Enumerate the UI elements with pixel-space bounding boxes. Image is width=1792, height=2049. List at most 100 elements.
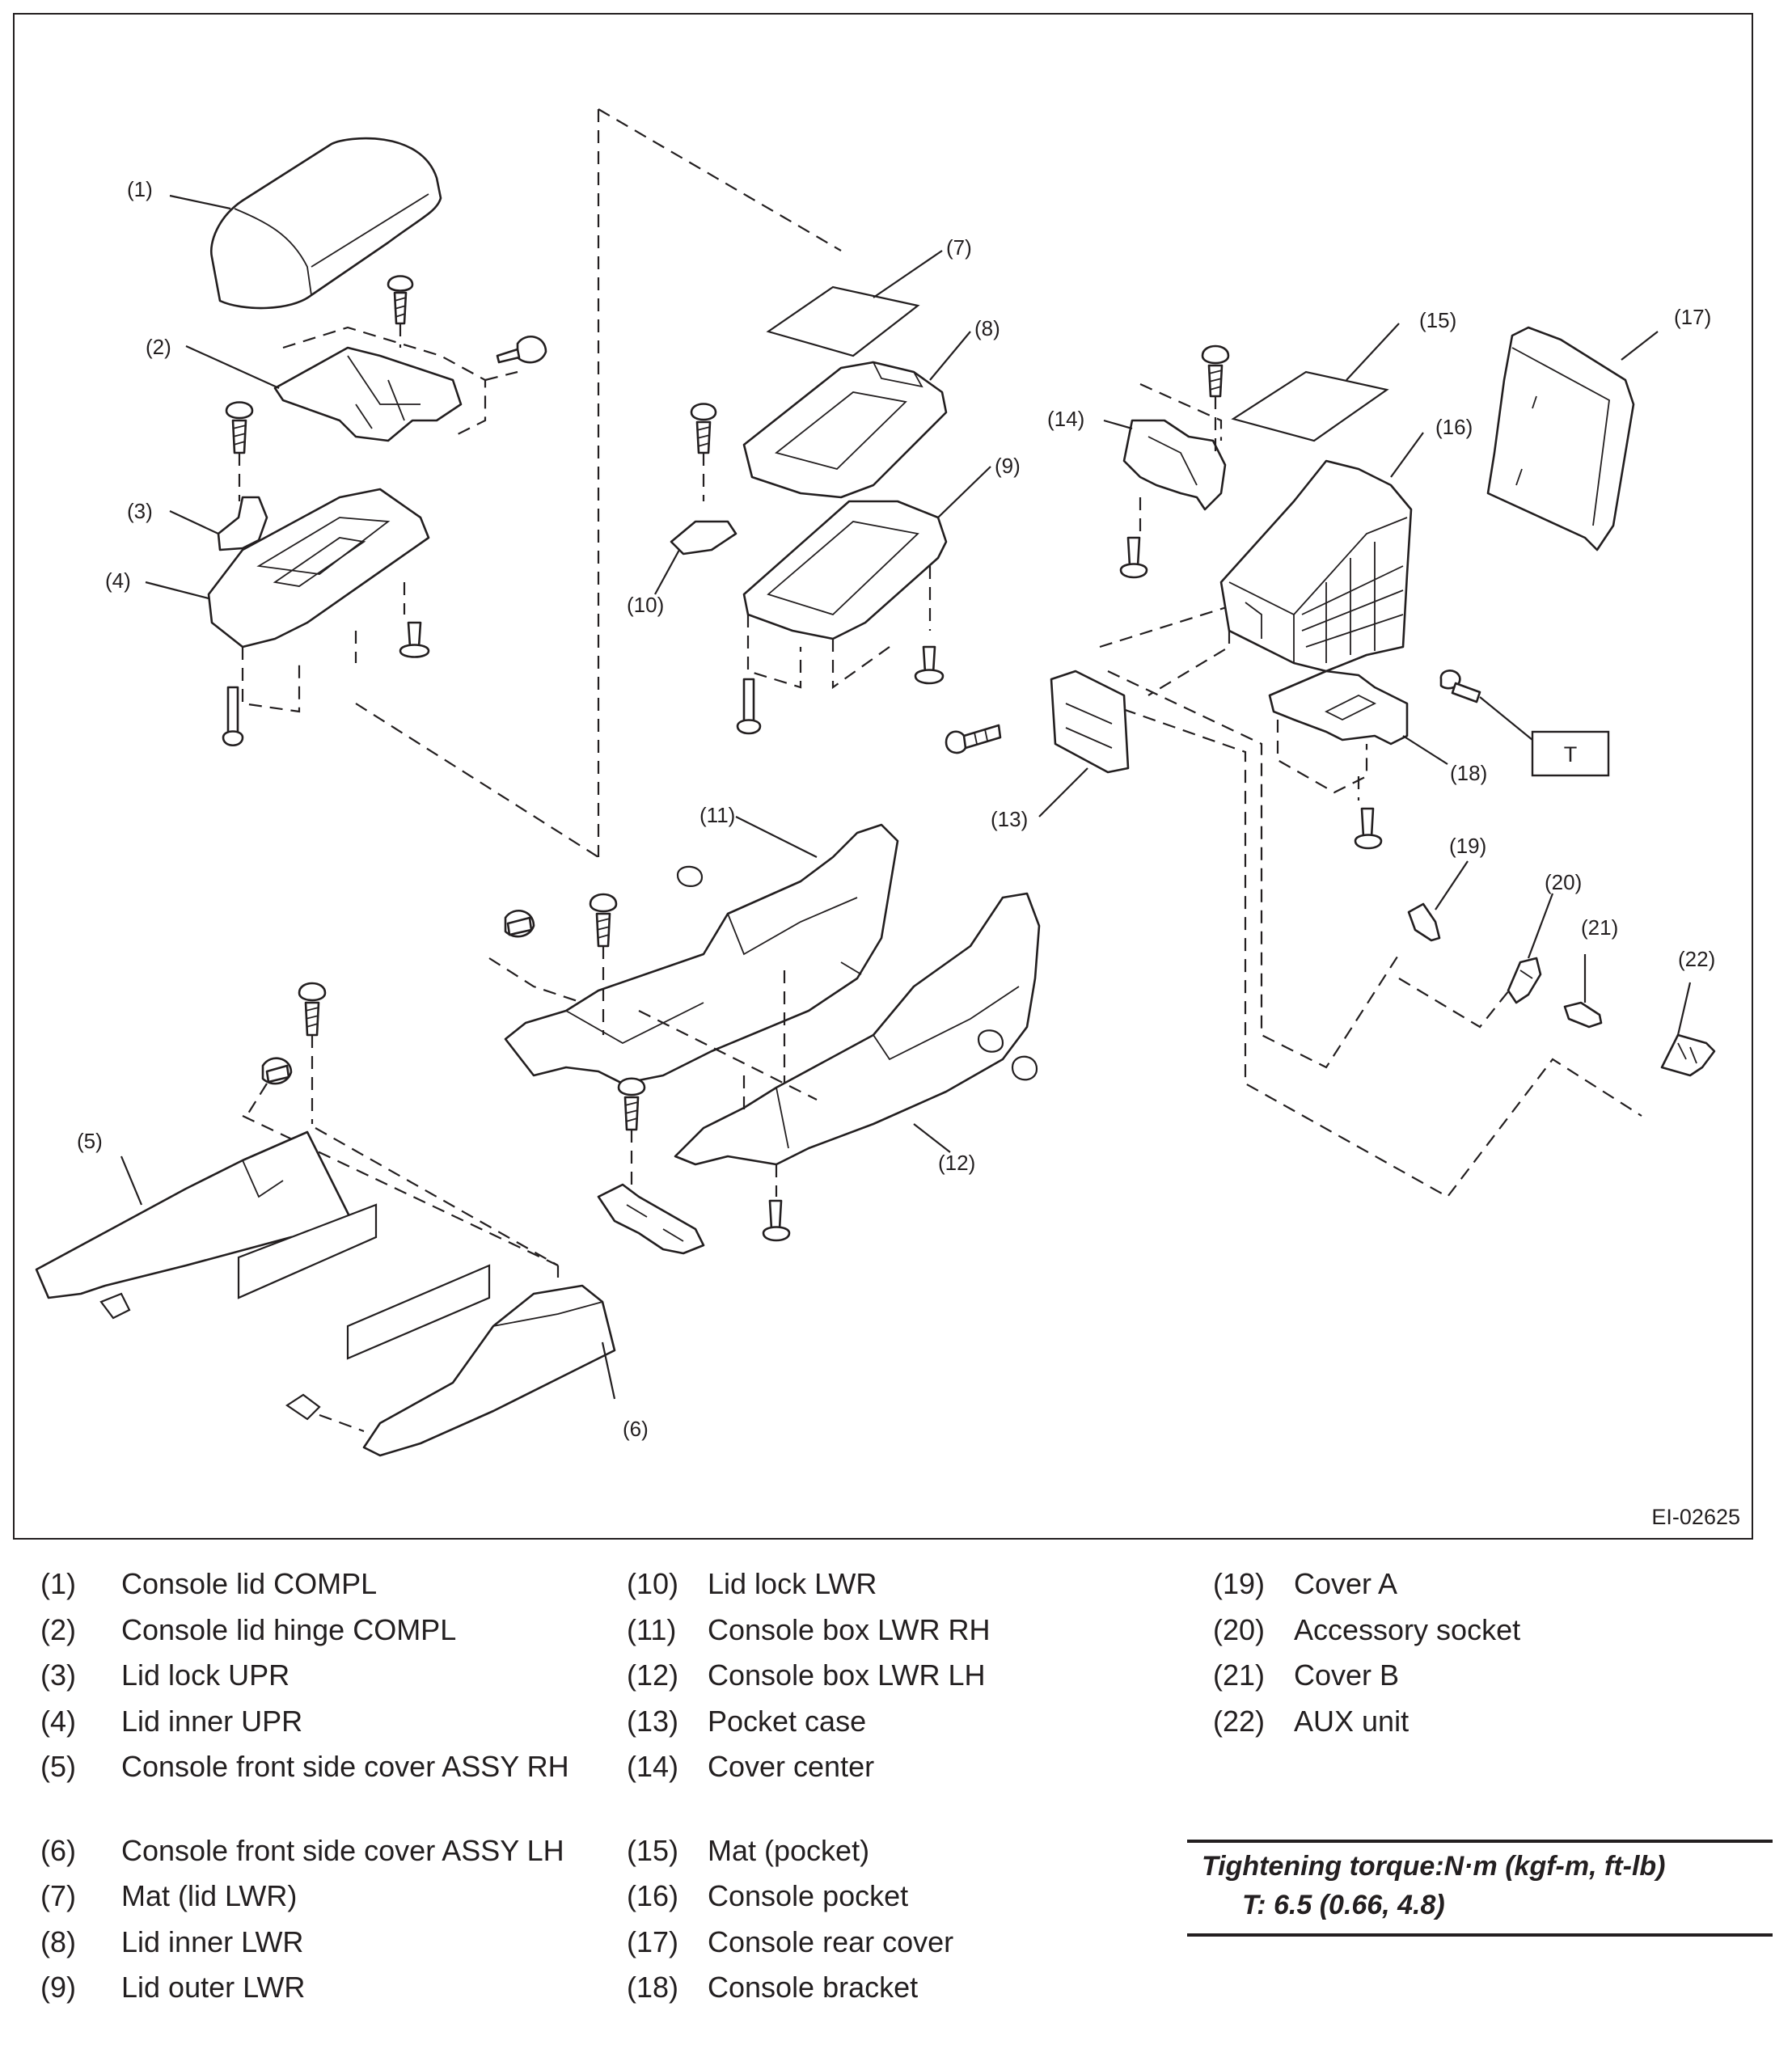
screw-lid-inner [399,621,430,658]
callout-9: (9) [995,454,1021,478]
screw-console-pocket [1201,344,1230,453]
legend-number: (2) [40,1613,76,1646]
legend-label: Mat (lid LWR) [121,1879,298,1912]
legend-item: (14) Cover center [627,1747,1193,1828]
legend-label: Accessory socket [1294,1613,1521,1646]
part-22-aux-unit [1660,1033,1716,1077]
part-11-console-box-lwr-rh [504,823,899,1085]
legend-number: (1) [40,1567,76,1600]
legend-number: (7) [40,1879,76,1912]
parts-legend: (1)Console lid COMPL(2)Console lid hinge… [0,1565,1792,2017]
legend-label: Console bracket [708,1971,919,2004]
leader-lines [120,194,1692,1400]
assembly-guide-lines [242,108,1642,1278]
part-8-lid-inner-lwr [742,361,948,499]
screw-upper-hinge [387,275,414,348]
part-2-lid-hinge [273,326,518,442]
part-9-lid-outer-lwr [742,500,948,690]
legend-number: (4) [40,1705,76,1738]
callout-15: (15) [1419,308,1456,332]
part-18-console-bracket [1268,670,1409,801]
legend-number: (6) [40,1834,76,1867]
part-15-mat-pocket [1231,370,1389,442]
legend-number: (19) [1213,1567,1266,1600]
legend-number: (8) [40,1925,76,1958]
legend-label: Lid inner UPR [121,1705,303,1738]
legend-item: (6)Console front side cover ASSY LH [40,1831,606,1912]
legend-item: (5)Console front side cover ASSY RH [40,1747,606,1828]
legend-item: (17)Console rear cover [627,1923,1193,2004]
legend-item: (10)Lid lock LWR [627,1565,1193,1646]
legend-label: Cover center [708,1750,875,1783]
part-10-lid-lock-lwr [670,520,738,556]
callout-2: (2) [146,335,171,359]
part-14-cover-center [1122,382,1227,534]
legend-number: (11) [627,1613,677,1646]
legend-item: (16)Console pocket [627,1877,1193,1958]
legend-number: (16) [627,1879,679,1912]
part-5-front-side-cover-rh [35,1130,357,1320]
torque-heading: Tightening torque:N·m (kgf-m, ft-lb) [1202,1851,1666,1882]
legend-label: Console front side cover ASSY RH [121,1750,569,1783]
legend-label: Console box LWR RH [708,1613,991,1646]
legend-number: (21) [1213,1658,1266,1692]
callout-11: (11) [699,803,735,827]
legend-item: (13)Pocket case [627,1702,1193,1783]
torque-value: T: 6.5 (0.66, 4.8) [1242,1890,1445,1920]
bolt-lid-outer [736,678,762,735]
legend-number: (22) [1213,1705,1266,1738]
legend-number: (13) [627,1705,679,1738]
callout-18: (18) [1450,761,1487,785]
callout-4: (4) [105,568,131,593]
legend-label: Console box LWR LH [708,1658,986,1692]
callout-17: (17) [1674,305,1711,329]
legend-label: Cover A [1294,1567,1398,1600]
legend-number: (20) [1213,1613,1266,1646]
callout-10: (10) [627,593,664,617]
callout-13: (13) [991,807,1028,831]
screw-pocket-case [945,724,1002,754]
part-16-console-pocket [1147,459,1413,696]
callout-3: (3) [127,499,153,523]
screw-cover-center [1119,536,1148,579]
legend-label: Lid outer LWR [121,1971,306,2004]
callout-20: (20) [1545,870,1582,894]
exploded-view-diagram: T (1) ( [35,108,1740,1529]
bolt-lid-inner [222,686,244,747]
legend-item: (7) Mat (lid LWR) [40,1877,606,1958]
legend-item: (21) Cover B [1213,1656,1779,1737]
part-17-console-rear-cover [1486,326,1635,551]
bolt-torque-t [1439,670,1533,741]
part-13-pocket-case [1050,670,1130,774]
legend-label: AUX unit [1294,1705,1410,1738]
legend-item: (22) AUX unit [1213,1702,1779,1783]
screw-lid-lock-lwr [690,403,717,501]
callout-5: (5) [77,1129,103,1153]
legend-label: Console lid hinge COMPL [121,1613,457,1646]
legend-label: Cover B [1294,1658,1400,1692]
legend-item: (18)Console bracket [627,1968,1193,2049]
legend-number: (12) [627,1658,679,1692]
callout-6: (6) [623,1417,649,1441]
diagram-frame [13,13,1753,1540]
screw-front-cover [298,982,327,1124]
legend-label: Lid inner LWR [121,1925,304,1958]
legend-item: (19) Cover A [1213,1565,1779,1646]
legend-item: (8) Lid inner LWR [40,1923,606,2004]
legend-number: (14) [627,1750,679,1783]
screw-lid-outer [914,645,945,685]
legend-item: (2) Console lid hinge COMPL [40,1611,606,1692]
legend-item: (20) Accessory socket [1213,1611,1779,1692]
screw-box-lh-bottom [762,1164,791,1242]
torque-marker-box [1531,730,1610,777]
legend-label: Mat (pocket) [708,1834,870,1867]
part-1-console-lid [209,137,442,310]
torque-marker-label: T [1564,742,1578,767]
callout-12: (12) [938,1151,975,1175]
callout-14: (14) [1047,407,1084,431]
bracket-box-lower [597,1183,705,1255]
part-7-mat-lid-lwr [766,285,920,357]
callout-22: (22) [1678,947,1715,971]
part-19-cover-a [1407,902,1441,942]
part-3-lid-lock-upr [217,496,268,551]
